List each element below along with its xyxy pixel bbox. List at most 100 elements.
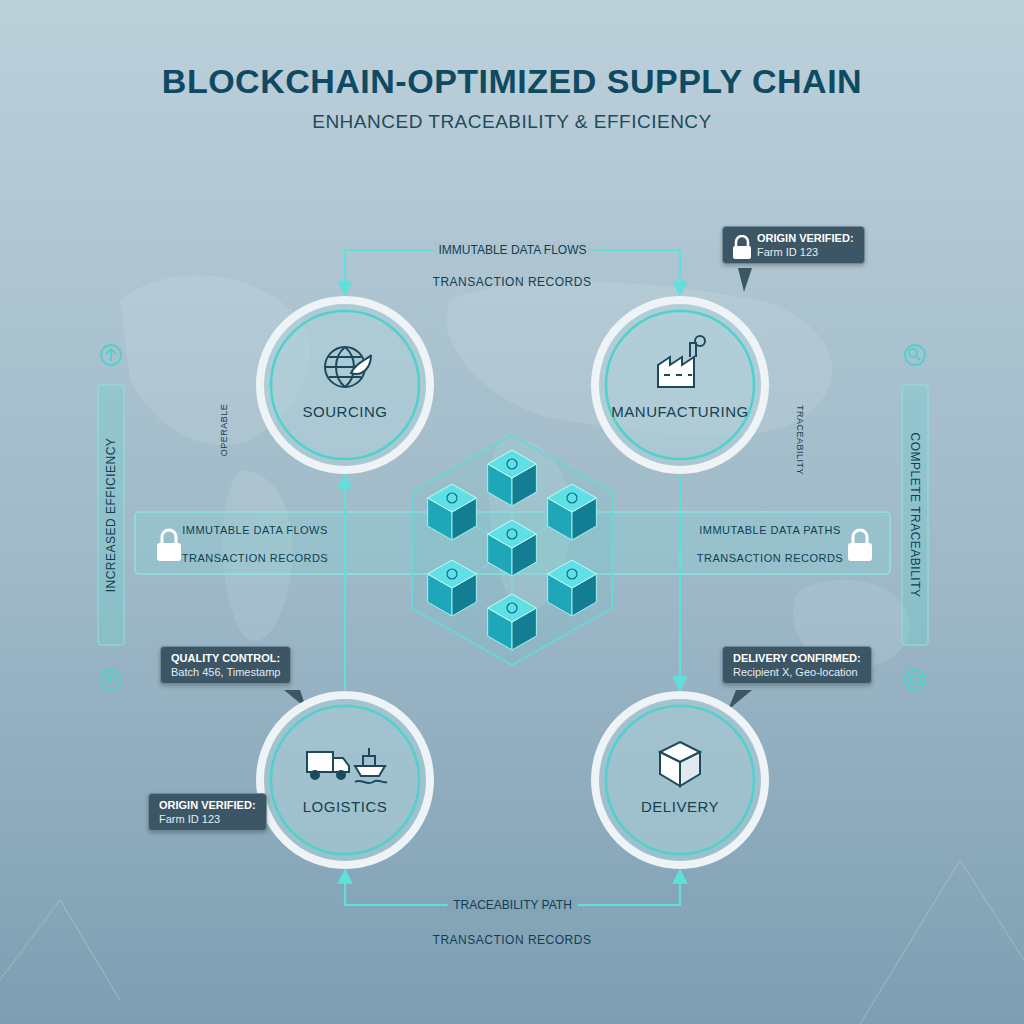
- outer-ring: [260, 300, 430, 470]
- band-label: TRANSACTION RECORDS: [182, 552, 328, 564]
- stage-circle: DELIVERY: [590, 690, 770, 870]
- callout-heading: ORIGIN VERIFIED:: [159, 799, 256, 811]
- block-cube: [488, 450, 537, 506]
- box-icon: [660, 742, 700, 786]
- cube-face: [428, 484, 477, 512]
- stage-label: DELIVERY: [641, 798, 719, 815]
- icon-stroke: [658, 357, 694, 387]
- lock-body: [733, 246, 751, 259]
- callout-body: Farm ID 123: [159, 813, 256, 825]
- icon-stroke: [664, 374, 692, 376]
- band-label: TRANSACTION RECORDS: [697, 552, 843, 564]
- lock-shackle: [736, 236, 748, 246]
- block-cube: [428, 560, 477, 616]
- side-bar: [902, 385, 928, 645]
- inner-ring: [271, 706, 419, 854]
- side-bar-label: COMPLETE TRACEABILITY: [908, 433, 922, 598]
- callout-box: ORIGIN VERIFIED: Farm ID 123: [722, 226, 865, 264]
- cube-glyph: [567, 493, 577, 503]
- outer-ring: [260, 695, 430, 865]
- band-label: IMMUTABLE DATA FLOWS: [182, 524, 328, 536]
- connector-label: TRACEABILITY PATH: [447, 897, 578, 913]
- circle-outline: [590, 295, 770, 475]
- icon-stroke: [311, 771, 319, 779]
- block-cube: [428, 484, 477, 540]
- connector-label: IMMUTABLE DATA FLOWS: [432, 242, 592, 258]
- icon-stroke: [337, 771, 345, 779]
- callout-tail: [738, 268, 752, 292]
- outer-ring: [595, 695, 765, 865]
- lock-icon: [731, 235, 753, 261]
- side-note: OPERABLE: [219, 404, 229, 457]
- cube-glyph: [507, 529, 517, 539]
- icon-stroke: [660, 752, 680, 786]
- camera-icon: [910, 676, 920, 684]
- flow-connector: [344, 475, 346, 690]
- callout-heading: DELIVERY CONFIRMED:: [733, 652, 861, 664]
- up-arrow-icon: [106, 674, 116, 686]
- icon-stroke: [351, 355, 371, 374]
- cube-face: [548, 560, 597, 588]
- block-cube: [488, 594, 537, 650]
- flow-label: TRANSACTION RECORDS: [433, 933, 592, 947]
- stage-circle: SOURCING: [255, 295, 435, 475]
- cube-face: [548, 484, 597, 512]
- search-icon: [916, 356, 920, 360]
- icon-stroke: [680, 752, 700, 786]
- callout-box: DELIVERY CONFIRMED: Recipient X, Geo-loca…: [722, 646, 872, 684]
- flow-connector: [679, 475, 681, 690]
- ship-icon: [307, 748, 387, 783]
- icon-ring: [905, 670, 925, 690]
- block-cube: [548, 560, 597, 616]
- cube-glyph: [447, 569, 457, 579]
- callout-body: Farm ID 123: [757, 246, 854, 258]
- side-note: TRACEABILITY: [795, 405, 805, 475]
- stage-label: MANUFACTURING: [611, 403, 748, 420]
- lock-body: [848, 543, 872, 561]
- block-cube: [488, 520, 537, 576]
- icon-stroke: [690, 343, 696, 357]
- lock-shackle: [162, 530, 176, 543]
- block-cube: [548, 484, 597, 540]
- outer-ring: [595, 300, 765, 470]
- inner-ring: [606, 706, 754, 854]
- icon-stroke: [363, 748, 375, 766]
- lock-icon: [157, 530, 181, 561]
- icon-stroke: [333, 758, 349, 772]
- cube-glyph: [447, 493, 457, 503]
- callout-heading: QUALITY CONTROL:: [171, 652, 280, 664]
- factory-icon: [658, 336, 705, 387]
- lock-icon: [848, 530, 872, 561]
- stage-label: LOGISTICS: [303, 798, 388, 815]
- cube-glyph: [507, 603, 517, 613]
- up-arrow-icon: [106, 349, 116, 361]
- band-label: IMMUTABLE DATA PATHS: [699, 524, 841, 536]
- side-bar-label: INCREASED EFFICIENCY: [104, 438, 118, 593]
- stage-circle: MANUFACTURING: [590, 295, 770, 475]
- lock-shackle: [853, 530, 867, 543]
- icon-stroke: [355, 766, 385, 776]
- diagram-title: BLOCKCHAIN-OPTIMIZED SUPPLY CHAIN: [0, 62, 1024, 101]
- hexagon-frame: [412, 435, 612, 665]
- icon-stroke: [695, 336, 705, 346]
- circle-outline: [255, 295, 435, 475]
- circle-outline: [590, 690, 770, 870]
- cube-glyph: [507, 459, 517, 469]
- inner-ring: [271, 311, 419, 459]
- stage-label: SOURCING: [303, 403, 388, 420]
- globe-icon: [325, 347, 371, 387]
- background-triangle: [0, 900, 120, 1000]
- callout-box: ORIGIN VERIFIED: Farm ID 123: [148, 793, 267, 831]
- side-bar: [98, 385, 124, 645]
- icon-ring: [905, 345, 925, 365]
- search-icon: [909, 349, 917, 357]
- background-triangle: [860, 860, 1024, 1024]
- callout-body: Recipient X, Geo-location: [733, 666, 861, 678]
- callout-heading: ORIGIN VERIFIED:: [757, 232, 854, 244]
- cube-face: [428, 560, 477, 588]
- icon-ring: [101, 345, 121, 365]
- callout-body: Batch 456, Timestamp: [171, 666, 280, 678]
- background-triangles: [0, 860, 1024, 1024]
- world-map: [120, 275, 910, 668]
